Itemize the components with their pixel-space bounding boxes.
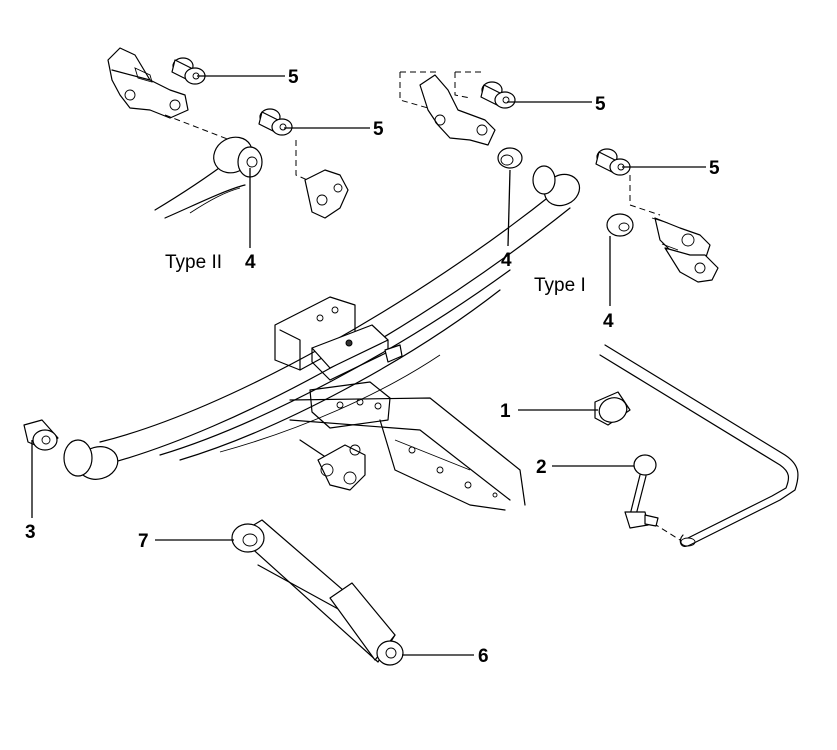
callout-7: 7 — [138, 531, 149, 552]
callout-5d: 5 — [709, 158, 720, 179]
leader-lines — [31, 75, 706, 656]
bushing-5d — [595, 148, 631, 176]
callout-4-type2: 4 — [245, 252, 256, 273]
type2-hanger — [107, 47, 231, 141]
bushing-5c — [480, 81, 516, 109]
type-1-label: Type I — [534, 275, 586, 296]
bushing-5a — [171, 57, 206, 85]
callout-5c: 5 — [595, 94, 606, 115]
bushing-1 — [594, 391, 631, 426]
callout-5b: 5 — [373, 119, 384, 140]
stabilizer-link-2 — [624, 454, 659, 529]
callout-6: 6 — [478, 646, 489, 667]
callout-3: 3 — [25, 522, 36, 543]
callout-5a: 5 — [288, 67, 299, 88]
callout-1: 1 — [500, 401, 511, 422]
center-shackle — [317, 444, 366, 491]
frame-rail — [289, 397, 526, 511]
bushing-5b — [258, 108, 293, 136]
type-2-label: Type II — [165, 252, 222, 273]
callout-4-type1: 4 — [603, 311, 614, 332]
stabilizer-bar — [599, 344, 799, 547]
type2-rear-shackle — [295, 140, 349, 219]
shock-absorber — [231, 519, 404, 666]
bushing-3 — [23, 419, 59, 451]
leaf-spring — [63, 165, 581, 480]
bushing-4-center — [497, 147, 523, 169]
bushing-4-type1 — [606, 213, 634, 237]
type1-hanger — [399, 71, 496, 146]
type1-rear-shackle — [629, 175, 719, 283]
callout-2: 2 — [536, 457, 547, 478]
callout-4-center: 4 — [501, 250, 512, 271]
type2-spring-end — [154, 136, 263, 219]
